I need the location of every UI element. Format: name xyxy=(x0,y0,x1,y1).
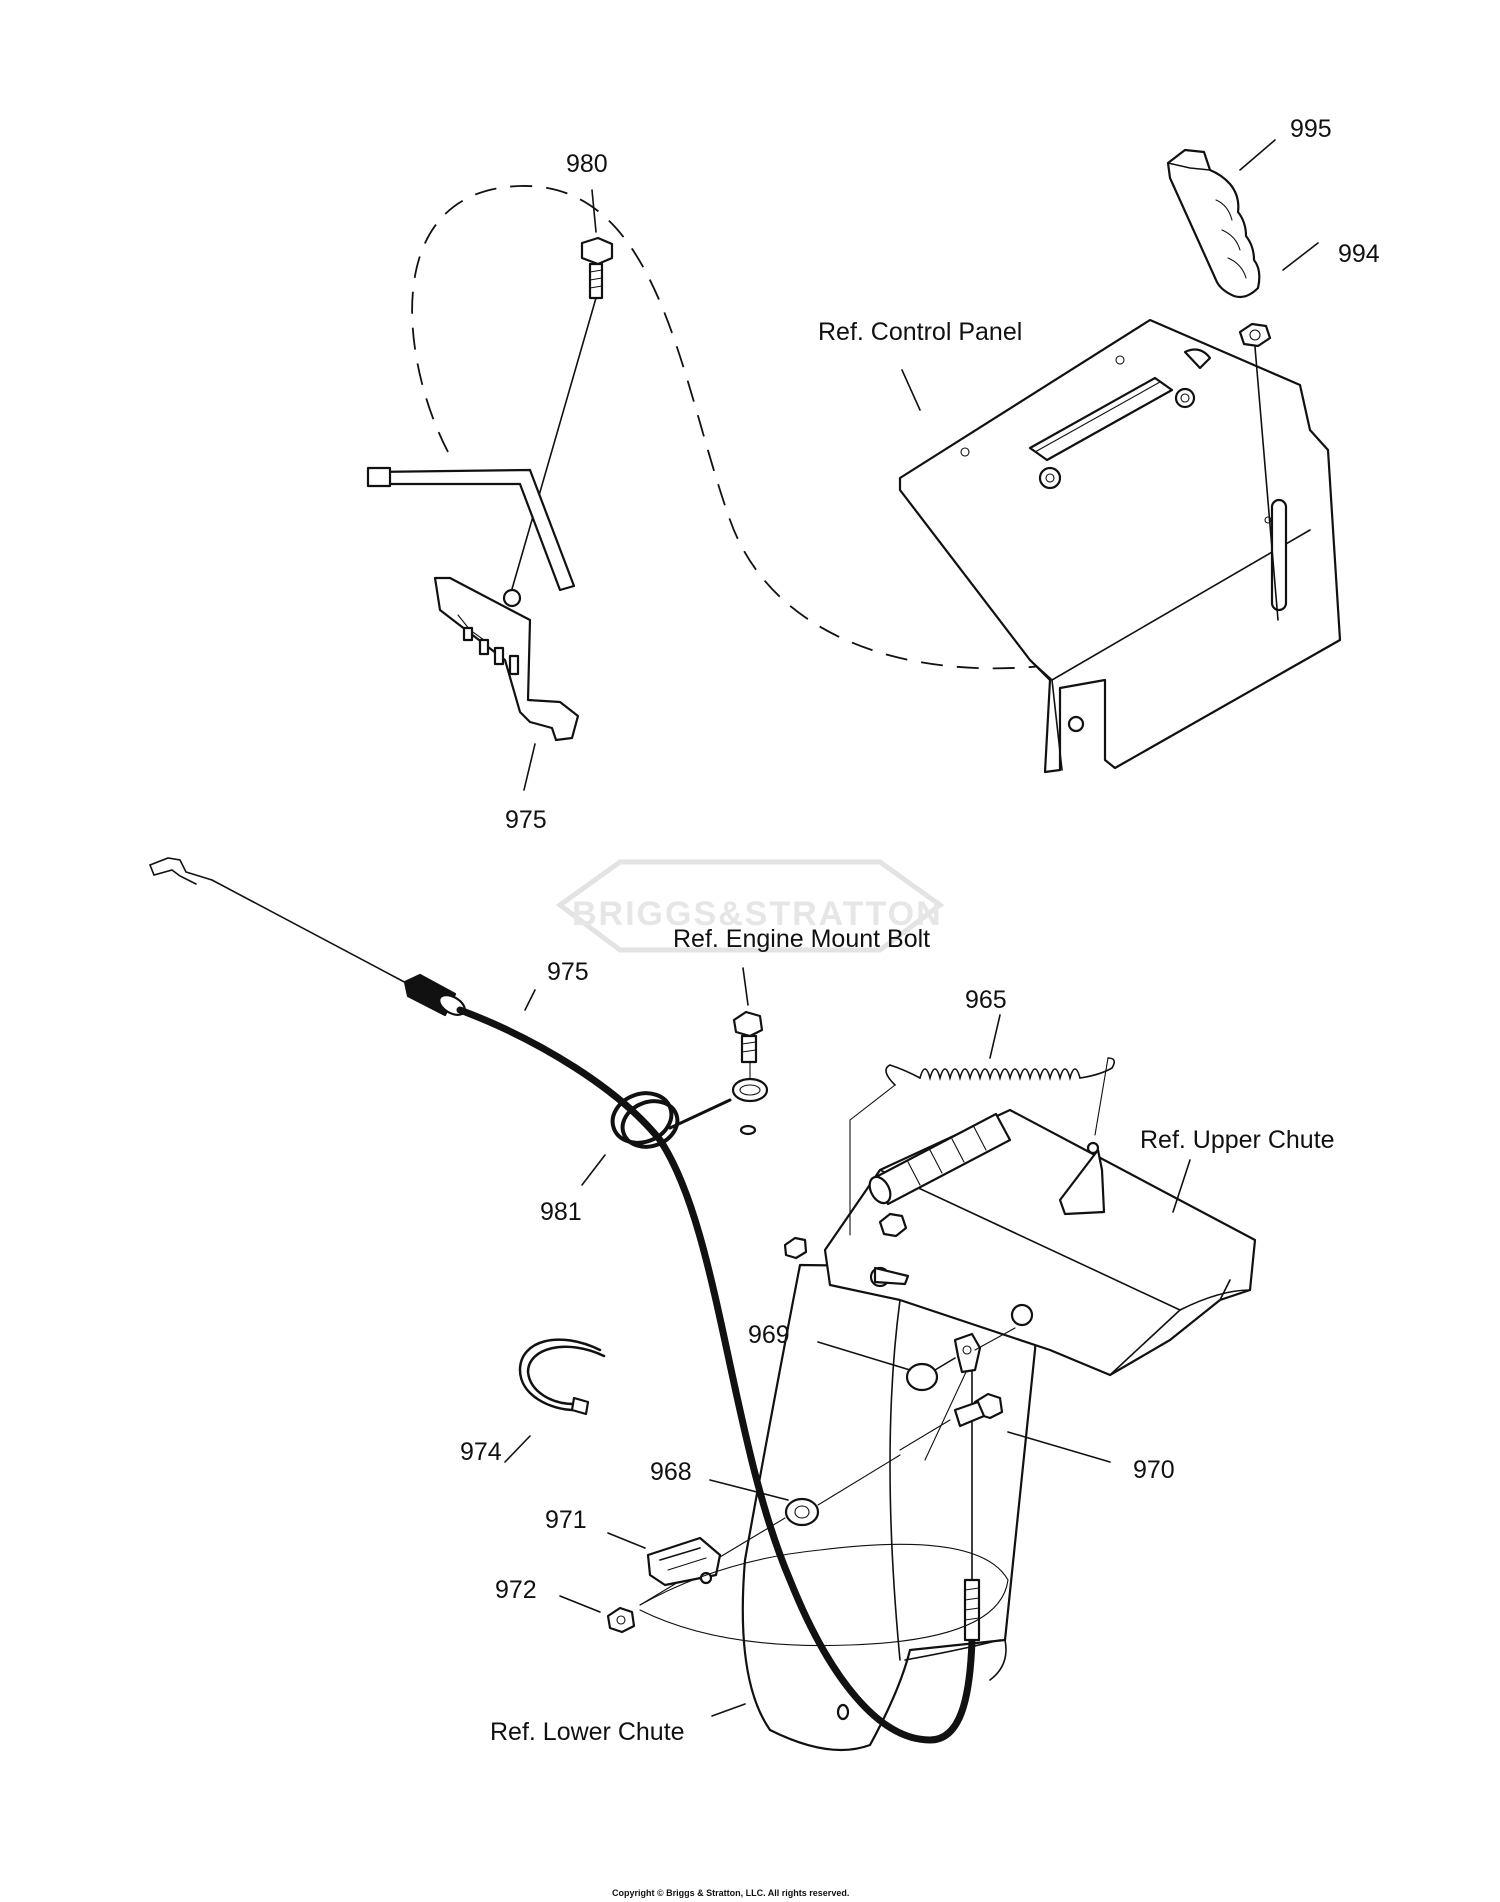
callout-980: 980 xyxy=(566,150,608,178)
callout-969: 969 xyxy=(748,1321,790,1349)
ref-control-panel-label: Ref. Control Panel xyxy=(818,318,1022,346)
nut-994 xyxy=(1238,322,1279,621)
leader-engine-mount-bolt xyxy=(742,967,749,1006)
ref-lower-chute-label: Ref. Lower Chute xyxy=(490,1718,685,1746)
leader-974 xyxy=(504,1435,531,1463)
callout-995: 995 xyxy=(1290,115,1332,143)
cable-tie-981 xyxy=(610,1091,732,1149)
watermark-text: BRIGGS&STRATTON xyxy=(572,895,943,933)
callout-974: 974 xyxy=(460,1438,502,1466)
bolt-969 xyxy=(905,1327,1016,1461)
lower-cable-loop-line xyxy=(639,1543,1009,1647)
bolt-970 xyxy=(899,1392,1004,1451)
callout-965: 965 xyxy=(965,986,1007,1014)
leader-981 xyxy=(581,1154,606,1186)
leader-970 xyxy=(1007,1431,1111,1463)
chute-hinge xyxy=(868,1112,1012,1206)
callout-972: 972 xyxy=(495,1576,537,1604)
leader-995 xyxy=(1239,139,1276,171)
cable-routing-dashed-line xyxy=(411,185,1266,670)
chute-hardware xyxy=(783,1212,1034,1327)
callout-994: 994 xyxy=(1338,240,1380,268)
callout-968: 968 xyxy=(650,1458,692,1486)
copyright-text: Copyright © Briggs & Stratton, LLC. All … xyxy=(612,1888,849,1898)
leader-969 xyxy=(817,1341,911,1371)
callout-975-lower: 975 xyxy=(547,958,589,986)
engine-mount-bolt xyxy=(731,1010,769,1136)
callout-970: 970 xyxy=(1133,1456,1175,1484)
leader-994 xyxy=(1282,242,1319,271)
briggs-stratton-watermark-logo: BRIGGS&STRATTON xyxy=(555,859,945,953)
clip-974 xyxy=(518,1338,606,1416)
leader-control-panel xyxy=(901,369,921,411)
ref-engine-mount-bolt-label: Ref. Engine Mount Bolt xyxy=(673,925,930,953)
nut-972 xyxy=(606,1606,636,1634)
callout-975-upper: 975 xyxy=(505,806,547,834)
control-cable-975 xyxy=(149,857,981,1744)
bolt-980 xyxy=(509,236,614,597)
callout-981: 981 xyxy=(540,1198,582,1226)
shift-lever-975 xyxy=(366,466,580,742)
spring-965 xyxy=(849,1057,1116,1236)
control-panel xyxy=(898,318,1342,774)
leader-972 xyxy=(559,1595,601,1613)
callout-971: 971 xyxy=(545,1506,587,1534)
leader-975-lower xyxy=(524,989,536,1011)
leader-975-upper xyxy=(523,743,536,791)
ref-upper-chute-label: Ref. Upper Chute xyxy=(1140,1126,1335,1154)
leader-971 xyxy=(607,1532,646,1549)
bracket-971 xyxy=(646,1536,722,1587)
leader-upper-chute xyxy=(1172,1159,1191,1213)
handle-grip-995 xyxy=(1166,148,1261,299)
leader-968 xyxy=(709,1479,789,1501)
leader-lower-chute xyxy=(711,1703,746,1717)
leader-980 xyxy=(591,189,597,233)
leader-965 xyxy=(989,1014,1001,1059)
